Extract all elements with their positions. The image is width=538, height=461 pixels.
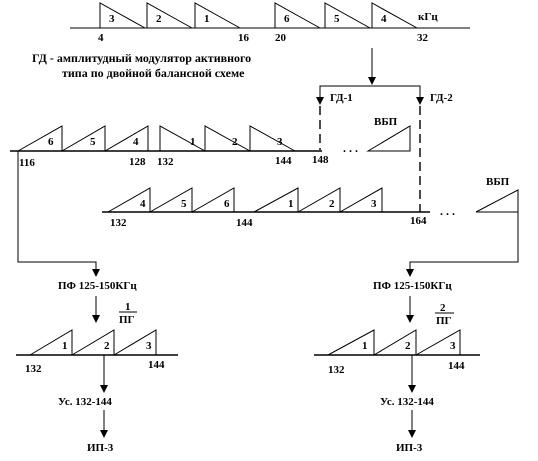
pg-right-number: 2 <box>440 302 446 314</box>
ip-right-label: ИП-3 <box>396 442 423 454</box>
left-feed-line <box>17 151 100 277</box>
vbp-triangle <box>475 189 519 213</box>
triangle <box>339 187 383 213</box>
row3-spectrum: 4 5 6 1 2 3 132 144 164 . . . ВБП <box>102 176 519 229</box>
triangle-label: 3 <box>277 136 283 148</box>
continuation-dots: . . . <box>440 204 455 218</box>
triangle-label: 5 <box>334 13 340 25</box>
tick-label: 32 <box>417 32 429 44</box>
triangle-label: 1 <box>190 136 196 148</box>
bottom-left-spectrum: 1 2 3 132 144 <box>16 329 178 375</box>
tick-label: 4 <box>98 32 104 44</box>
triangle-label: 2 <box>232 136 238 148</box>
triangle-label: 4 <box>381 13 387 25</box>
triangle-label: 3 <box>109 13 115 25</box>
vbp-label: ВБП <box>374 116 398 128</box>
bottom-right-spectrum: 1 2 3 132 144 <box>314 329 480 376</box>
triangle <box>415 329 461 356</box>
amp-right-label: Ус. 132-144 <box>380 396 434 408</box>
tick-label: 144 <box>448 360 465 372</box>
triangle-label: 4 <box>140 198 146 210</box>
row2-spectrum: 6 5 4 1 2 3 116 128 132 144 148 . . . ВБ… <box>10 116 411 169</box>
triangle-label: 6 <box>224 198 230 210</box>
top-spectrum: 3 2 1 6 5 4 кГц 4 16 20 32 <box>70 2 470 44</box>
triangle <box>159 125 206 152</box>
triangle-label: 1 <box>204 13 210 25</box>
triangle <box>61 125 106 152</box>
triangle <box>324 2 371 29</box>
triangle-label: 4 <box>133 136 139 148</box>
triangle <box>146 2 193 29</box>
triangle <box>107 187 151 213</box>
triangle <box>373 329 417 356</box>
triangle <box>17 125 63 152</box>
tick-label: 132 <box>157 156 174 168</box>
triangle-label: 6 <box>48 136 54 148</box>
triangle <box>274 2 321 29</box>
tick-label: 20 <box>275 32 287 44</box>
triangle-label: 1 <box>62 340 68 352</box>
triangle <box>104 125 149 152</box>
triangle <box>327 329 375 356</box>
triangle-label: 1 <box>288 198 294 210</box>
triangle <box>371 2 418 29</box>
tick-label: 164 <box>410 215 427 227</box>
tick-label: 144 <box>236 217 253 229</box>
right-feed-line <box>406 212 519 277</box>
pg-left-number: 1 <box>125 301 131 313</box>
pg-left-label: ПГ <box>119 314 135 326</box>
triangle-label: 5 <box>90 136 96 148</box>
triangle <box>191 187 235 213</box>
triangle <box>113 329 157 356</box>
amp-left-label: Ус. 132-144 <box>58 396 112 408</box>
triangle <box>29 329 73 356</box>
tick-label: 144 <box>275 155 292 167</box>
unit-label: кГц <box>418 11 438 23</box>
tick-label: 132 <box>328 364 345 376</box>
ip-left-label: ИП-3 <box>87 442 114 454</box>
triangle-label: 1 <box>362 340 368 352</box>
triangle <box>297 187 341 213</box>
tick-label: 132 <box>25 363 42 375</box>
tick-label: 148 <box>312 154 329 166</box>
triangle-label: 2 <box>405 340 411 352</box>
gd2-label: ГД-2 <box>430 92 453 104</box>
triangle-label: 2 <box>329 198 335 210</box>
triangle <box>204 125 251 152</box>
tick-label: 132 <box>110 217 127 229</box>
continuation-dots: . . . <box>343 141 358 155</box>
triangle-label: 3 <box>371 198 377 210</box>
triangle-label: 6 <box>284 13 290 25</box>
triangle <box>149 187 193 213</box>
triangle-label: 2 <box>104 340 110 352</box>
tick-label: 128 <box>129 156 146 168</box>
pf-right-label: ПФ 125-150КГц <box>373 280 452 292</box>
pf-left-label: ПФ 125-150КГц <box>58 280 137 292</box>
tick-label: 116 <box>19 157 35 169</box>
triangle-label: 3 <box>450 340 456 352</box>
tick-label: 16 <box>238 32 250 44</box>
triangle <box>71 329 115 356</box>
triangle <box>253 187 299 213</box>
heading-line-2: типа по двойной балансной схеме <box>62 66 245 80</box>
triangle <box>249 125 296 152</box>
vbp-label: ВБП <box>486 176 510 188</box>
triangle-label: 2 <box>156 13 162 25</box>
tick-label: 144 <box>148 359 165 371</box>
triangle-label: 3 <box>146 340 152 352</box>
vbp-triangle <box>366 125 411 152</box>
gd1-label: ГД-1 <box>330 92 353 104</box>
heading-line-1: ГД - амплитудный модулятор активного <box>32 51 251 65</box>
pg-right-label: ПГ <box>436 315 452 327</box>
triangle <box>194 2 241 29</box>
triangle <box>99 2 146 29</box>
triangle-label: 5 <box>181 198 187 210</box>
